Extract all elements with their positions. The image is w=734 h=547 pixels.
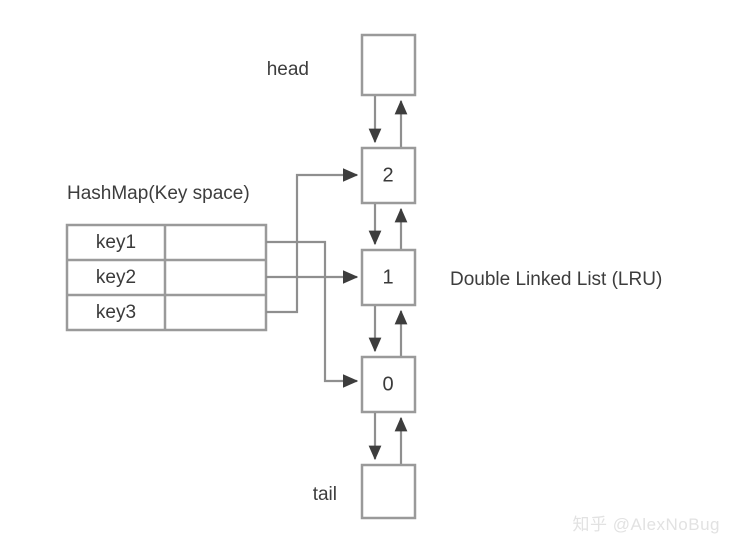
connector-key1-to-node0 xyxy=(266,240,359,388)
watermark: 知乎 @AlexNoBug xyxy=(572,515,720,534)
list-node-box xyxy=(360,355,417,414)
hashmap-table: key1 key2 key3 xyxy=(65,223,268,332)
hashmap-key-cell: key3 xyxy=(96,302,136,323)
list-node-box xyxy=(360,146,417,205)
hashmap-frame xyxy=(65,223,268,332)
list-node-value: 0 xyxy=(382,373,393,395)
tail-node-box xyxy=(360,463,417,520)
hashmap-title: HashMap(Key space) xyxy=(67,183,250,204)
list-node-box xyxy=(360,248,417,307)
linked-list-title: Double Linked List (LRU) xyxy=(450,269,662,290)
head-node-box xyxy=(360,33,417,97)
head-label: head xyxy=(267,59,309,80)
list-node-value: 2 xyxy=(382,164,393,186)
tail-label: tail xyxy=(313,484,337,505)
hashmap-key-cell: key1 xyxy=(96,232,136,253)
list-node-value: 1 xyxy=(382,266,393,288)
connector-key3-to-node2 xyxy=(266,168,359,314)
hashmap-key-cell: key2 xyxy=(96,267,136,288)
